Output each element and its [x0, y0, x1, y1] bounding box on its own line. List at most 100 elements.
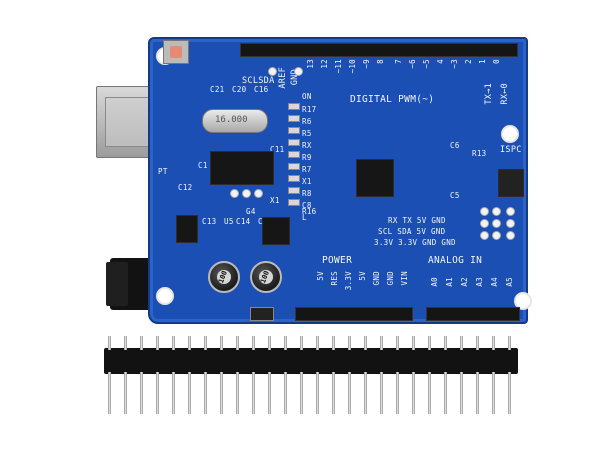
- header-pin: [444, 336, 447, 350]
- header-pin: [284, 372, 287, 414]
- r-label: R6: [302, 117, 312, 126]
- reset-button: [170, 46, 182, 58]
- smd-resistor: [288, 103, 300, 110]
- aref-label: AREF: [278, 67, 288, 89]
- c20-label: C20: [232, 85, 247, 94]
- header-pin: [220, 336, 223, 350]
- smd-diode: [250, 307, 274, 321]
- header-pin: [508, 372, 511, 414]
- header-pin: [428, 336, 431, 350]
- smd-resistor: [288, 127, 300, 134]
- c21-label: C21: [210, 85, 225, 94]
- digital-pin-label: ~9: [362, 59, 371, 69]
- via: [242, 189, 251, 198]
- c11-label: C11: [270, 145, 285, 154]
- header-pin: [252, 372, 255, 414]
- header-pin: [300, 372, 303, 414]
- digital-header: [240, 43, 518, 57]
- analog-header: [426, 307, 520, 321]
- header-pin: [156, 372, 159, 414]
- digital-pin-label: ~6: [408, 59, 417, 69]
- header-pin: [316, 372, 319, 414]
- electrolytic-capacitor: 100: [250, 261, 282, 293]
- header-pin: [268, 372, 271, 414]
- digital-pin-label: 12: [320, 59, 329, 69]
- crystal-label: 16.000: [215, 115, 248, 125]
- header-pin: [172, 336, 175, 350]
- power-header: [295, 307, 413, 321]
- uart-row-2: SCL SDA 5V GND: [378, 227, 446, 236]
- smd-resistor: [288, 139, 300, 146]
- r-label: C8: [302, 201, 312, 210]
- analog-pin-label: A3: [475, 277, 484, 287]
- r-label: L: [302, 213, 307, 222]
- digital-pin-label: 0: [492, 59, 501, 64]
- header-pin: [236, 372, 239, 414]
- header-pin: [380, 336, 383, 350]
- via: [506, 231, 515, 240]
- header-pin: [364, 372, 367, 414]
- power-label: POWER: [322, 255, 353, 266]
- header-pin: [236, 336, 239, 350]
- digital-pin-label: 4: [436, 59, 445, 64]
- microcontroller-chip: [356, 159, 394, 197]
- electrolytic-capacitor: 100: [208, 261, 240, 293]
- regulator-chip: [262, 217, 290, 245]
- header-pin: [332, 372, 335, 414]
- header-pin: [204, 336, 207, 350]
- r-label: R5: [302, 129, 312, 138]
- c16-label: C16: [254, 85, 269, 94]
- analog-pin-label: A2: [460, 277, 469, 287]
- power-pin-label: VIN: [400, 271, 409, 286]
- header-pin: [364, 336, 367, 350]
- smd-resistor: [288, 151, 300, 158]
- r-label: R16: [302, 207, 317, 216]
- r-label: R8: [302, 189, 312, 198]
- header-pin: [204, 372, 207, 414]
- via: [506, 207, 515, 216]
- header-pin: [444, 372, 447, 414]
- digital-pin-label: 1: [478, 59, 487, 64]
- header-pin: [140, 336, 143, 350]
- header-pin: [172, 372, 175, 414]
- header-pin: [188, 372, 191, 414]
- header-pin: [332, 336, 335, 350]
- g4-label: G4: [246, 207, 256, 216]
- via: [506, 219, 515, 228]
- via: [268, 67, 277, 76]
- dc-jack-front: [106, 262, 128, 306]
- header-pin: [380, 372, 383, 414]
- digital-pin-label: 2: [464, 59, 473, 64]
- r-label: R7: [302, 165, 312, 174]
- header-pin: [492, 372, 495, 414]
- uart-row-1: RX TX 5V GND: [388, 216, 446, 225]
- power-pin-label: 5V: [358, 271, 367, 281]
- rx-label: RX←0: [500, 83, 510, 105]
- digital-pwm-label: DIGITAL PWM(~): [350, 94, 435, 105]
- header-pin: [428, 372, 431, 414]
- via: [492, 207, 501, 216]
- smd-resistor: [288, 175, 300, 182]
- header-pin: [460, 372, 463, 414]
- capacitor-top: [217, 270, 231, 284]
- r-label: X1: [302, 177, 312, 186]
- usb-serial-chip: [210, 151, 274, 185]
- analog-in-label: ANALOG IN: [428, 255, 483, 266]
- digital-pin-label: ~5: [422, 59, 431, 69]
- arduino-board: DIGITAL PWM(~) POWER ANALOG IN ISPC TX→1…: [148, 37, 532, 324]
- header-pin: [348, 372, 351, 414]
- r-label: R17: [302, 105, 317, 114]
- header-pin: [188, 336, 191, 350]
- capacitor-top: [259, 270, 273, 284]
- via: [480, 219, 489, 228]
- digital-pin-label: ~10: [348, 59, 357, 74]
- reset-button-housing: [163, 40, 189, 64]
- header-pin: [220, 372, 223, 414]
- smd-resistor: [288, 115, 300, 122]
- r13-label: R13: [472, 149, 487, 158]
- on-label: ON: [302, 92, 312, 101]
- digital-pin-label: 13: [306, 59, 315, 69]
- x1-label: X1: [270, 196, 280, 205]
- header-pin: [156, 336, 159, 350]
- smd-resistor: [288, 163, 300, 170]
